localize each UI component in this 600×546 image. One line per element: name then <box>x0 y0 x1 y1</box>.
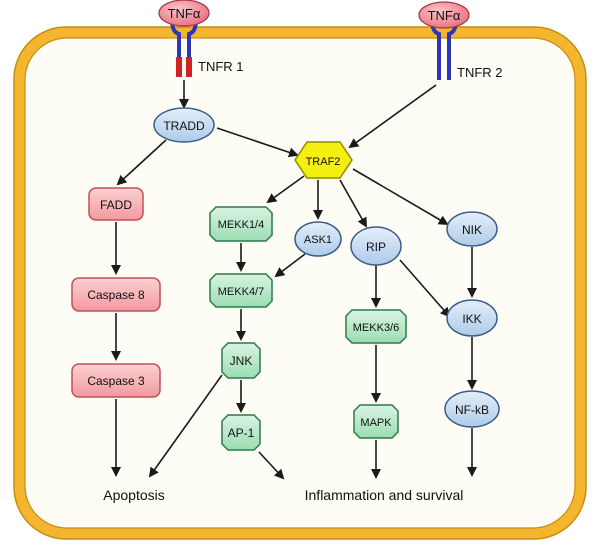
cytoplasm <box>24 37 576 529</box>
node-mekk36: MEKK3/6 <box>345 309 407 344</box>
arrow-traf2-rip <box>339 179 367 228</box>
ligand-2-label: TNFα <box>428 8 461 23</box>
node-mapk-label: MAPK <box>360 417 392 429</box>
node-ask1: ASK1 <box>294 221 342 257</box>
node-mekk14-label: MEKK1/4 <box>218 219 264 231</box>
receptor-2: TNFα TNFR 2 <box>418 1 503 80</box>
ligand-2 <box>418 1 470 29</box>
node-rip: RIP <box>350 226 402 266</box>
node-traf2: TRAF2 <box>294 141 353 179</box>
arrow-ask1-mekk47 <box>274 253 306 278</box>
outcome-apoptosis: Apoptosis <box>103 487 164 503</box>
node-rip-label: RIP <box>366 240 386 254</box>
ligand-1-label: TNFα <box>168 6 201 21</box>
arrow-jnk-apoptosis <box>148 374 223 478</box>
node-mekk47-label: MEKK4/7 <box>218 286 264 298</box>
node-caspase3: Caspase 3 <box>71 363 161 398</box>
node-nik-label: NIK <box>462 223 482 237</box>
receptor-1-label: TNFR 1 <box>198 59 244 74</box>
arrow-traf2-nik <box>352 168 449 226</box>
arrow-tradd-fadd <box>116 139 167 186</box>
outcome-inflammation-survival: Inflammation and survival <box>305 487 464 503</box>
node-mekk36-label: MEKK3/6 <box>353 322 399 334</box>
arrow-tnfr2-traf2 <box>348 84 437 149</box>
node-caspase8: Caspase 8 <box>71 277 161 312</box>
node-mapk: MAPK <box>353 404 399 439</box>
receptor-2-label: TNFR 2 <box>457 65 503 80</box>
node-nik: NIK <box>446 211 498 247</box>
arrow-tradd-traf2 <box>216 127 299 158</box>
node-jnk: JNK <box>221 342 261 379</box>
receptor-1: TNFα TNFR 1 <box>158 0 244 77</box>
arrow-ap1-inflammation <box>258 451 285 480</box>
node-tradd-label: TRADD <box>163 119 205 133</box>
node-mekk47: MEKK4/7 <box>209 273 273 308</box>
node-nfkb-label: NF-kB <box>455 403 489 417</box>
node-tradd: TRADD <box>153 107 215 143</box>
node-caspase8-label: Caspase 8 <box>87 288 145 302</box>
node-fadd: FADD <box>88 187 144 221</box>
node-jnk-label: JNK <box>230 354 253 368</box>
node-ask1-label: ASK1 <box>304 234 332 246</box>
node-ikk-label: IKK <box>462 312 481 326</box>
node-mekk14: MEKK1/4 <box>209 206 273 242</box>
signaling-arrows <box>111 80 477 480</box>
arrow-traf2-mekk14 <box>266 175 305 204</box>
receptor-1-death-domain-left <box>176 57 182 77</box>
node-ikk: IKK <box>446 299 498 337</box>
ligand-1 <box>158 0 210 27</box>
node-ap1-label: AP-1 <box>228 426 255 440</box>
node-nfkb: NF-kB <box>444 390 500 428</box>
node-fadd-label: FADD <box>100 198 132 212</box>
receptor-1-death-domain-right <box>186 57 192 77</box>
node-ap1: AP-1 <box>221 414 261 451</box>
node-traf2-label: TRAF2 <box>306 156 341 168</box>
arrow-rip-ikk <box>399 259 451 318</box>
node-caspase3-label: Caspase 3 <box>87 374 145 388</box>
